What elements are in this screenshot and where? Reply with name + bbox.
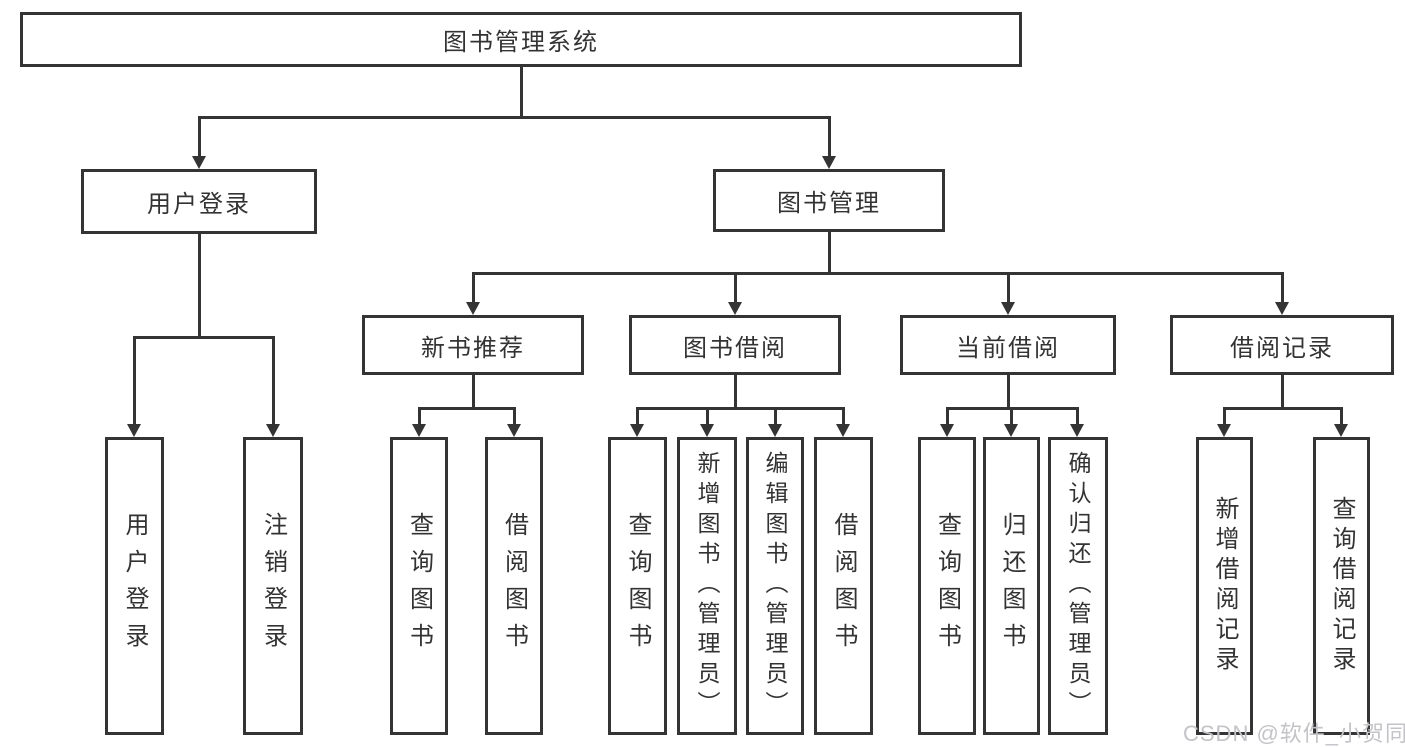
node-book-borrow: 图书借阅 [629,315,841,375]
leaf-confirm-return-admin: 确认归还（管理员） [1048,437,1108,735]
leaf-user-login-label: 用户登录 [121,512,148,660]
arrowhead-leaf-confirm-return [1070,424,1084,437]
arrowhead-borrow-records [1275,302,1289,315]
connector-drop-leaf-borrow1 [513,407,516,425]
node-book-management: 图书管理 [713,169,945,232]
connector-drop-book-borrow [734,272,737,304]
leaf-edit-books-admin-label: 编辑图书（管理员） [762,451,788,721]
node-current-borrow: 当前借阅 [900,315,1116,375]
arrowhead-user-login [192,156,206,169]
arrowhead-leaf-borrow1 [507,424,521,437]
arrowhead-leaf-query1 [412,424,426,437]
connector-book-management-bar [472,272,1283,275]
node-new-book-recommend-label: 新书推荐 [421,334,525,362]
leaf-user-login: 用户登录 [105,437,164,735]
connector-drop-book-management [828,116,831,157]
arrowhead-leaf-return [1004,424,1018,437]
node-book-management-label: 图书管理 [777,190,881,217]
leaf-borrow-books-1-label: 借阅图书 [500,512,528,660]
leaf-return-books: 归还图书 [983,437,1040,735]
arrowhead-leaf-edit-books [768,424,782,437]
arrowhead-book-borrow [728,302,742,315]
connector-drop-leaf-logout [272,336,275,425]
arrowhead-leaf-query-record [1334,424,1348,437]
leaf-query-books-1-label: 查询图书 [405,512,433,660]
leaf-return-books-label: 归还图书 [998,512,1025,660]
connector-drop-current-borrow [1007,272,1010,304]
node-user-login: 用户登录 [81,169,317,234]
leaf-logout: 注销登录 [243,437,303,735]
connector-drop-leaf-query2 [636,407,639,425]
arrowhead-book-management [822,156,836,169]
connector-drop-user-login [198,116,201,157]
node-borrow-records: 借阅记录 [1170,315,1394,375]
node-library-system: 图书管理系统 [20,12,1022,67]
connector-book-management-stem [828,232,831,275]
connector-new-book-bar [418,407,516,410]
arrowhead-new-book [466,302,480,315]
leaf-borrow-books-2: 借阅图书 [814,437,873,735]
connector-drop-borrow-records [1281,272,1284,304]
leaf-query-books-2-label: 查询图书 [624,512,651,660]
connector-drop-leaf-query3 [946,407,949,425]
leaf-add-borrow-record-label: 新增借阅记录 [1211,496,1238,676]
arrowhead-leaf-add-books [700,424,714,437]
connector-book-borrow-bar [636,407,844,410]
arrowhead-leaf-query2 [630,424,644,437]
connector-book-borrow-stem [734,375,737,410]
leaf-query-borrow-record: 查询借阅记录 [1313,437,1370,735]
node-library-system-label: 图书管理系统 [443,29,599,56]
arrowhead-leaf-query3 [940,424,954,437]
connector-drop-leaf-add-books [706,407,709,425]
arrowhead-leaf-borrow2 [836,424,850,437]
connector-root-bar [198,116,831,119]
connector-drop-leaf-return [1010,407,1013,425]
leaf-query-books-1: 查询图书 [390,437,448,735]
arrowhead-leaf-add-record [1217,424,1231,437]
leaf-add-borrow-record: 新增借阅记录 [1196,437,1253,735]
connector-drop-leaf-edit-books [774,407,777,425]
node-book-borrow-label: 图书借阅 [683,334,787,362]
leaf-borrow-books-2-label: 借阅图书 [830,512,857,660]
connector-drop-leaf-query-record [1340,407,1343,425]
node-current-borrow-label: 当前借阅 [956,334,1060,362]
arrowhead-leaf-user-login [127,424,141,437]
leaf-edit-books-admin: 编辑图书（管理员） [746,437,804,735]
connector-root-stem [520,67,523,117]
connector-drop-new-book [472,272,475,304]
connector-drop-leaf-user-login [133,336,136,425]
leaf-query-books-3: 查询图书 [918,437,976,735]
connector-drop-leaf-add-record [1223,407,1226,425]
connector-drop-leaf-query1 [418,407,421,425]
arrowhead-leaf-logout [266,424,280,437]
leaf-query-books-2: 查询图书 [608,437,667,735]
node-user-login-label: 用户登录 [147,191,251,218]
leaf-add-books-admin: 新增图书（管理员） [677,437,737,735]
node-borrow-records-label: 借阅记录 [1230,334,1334,362]
csdn-watermark: CSDN @软件_小贺同学 [1183,721,1405,746]
connector-drop-leaf-borrow2 [842,407,845,425]
leaf-query-borrow-record-label: 查询借阅记录 [1328,496,1355,676]
leaf-add-books-admin-label: 新增图书（管理员） [694,451,720,721]
connector-borrow-records-bar [1223,407,1342,410]
connector-new-book-stem [472,375,475,410]
connector-user-login-bar [133,336,275,339]
connector-current-borrow-stem [1007,375,1010,410]
leaf-query-books-3-label: 查询图书 [933,512,961,660]
leaf-borrow-books-1: 借阅图书 [485,437,543,735]
node-new-book-recommend: 新书推荐 [362,315,584,375]
arrowhead-current-borrow [1001,302,1015,315]
leaf-confirm-return-admin-label: 确认归还（管理员） [1065,451,1091,721]
connector-borrow-records-stem [1281,375,1284,410]
connector-user-login-stem [198,234,201,338]
leaf-logout-label: 注销登录 [259,512,287,660]
connector-drop-leaf-confirm-return [1076,407,1079,425]
